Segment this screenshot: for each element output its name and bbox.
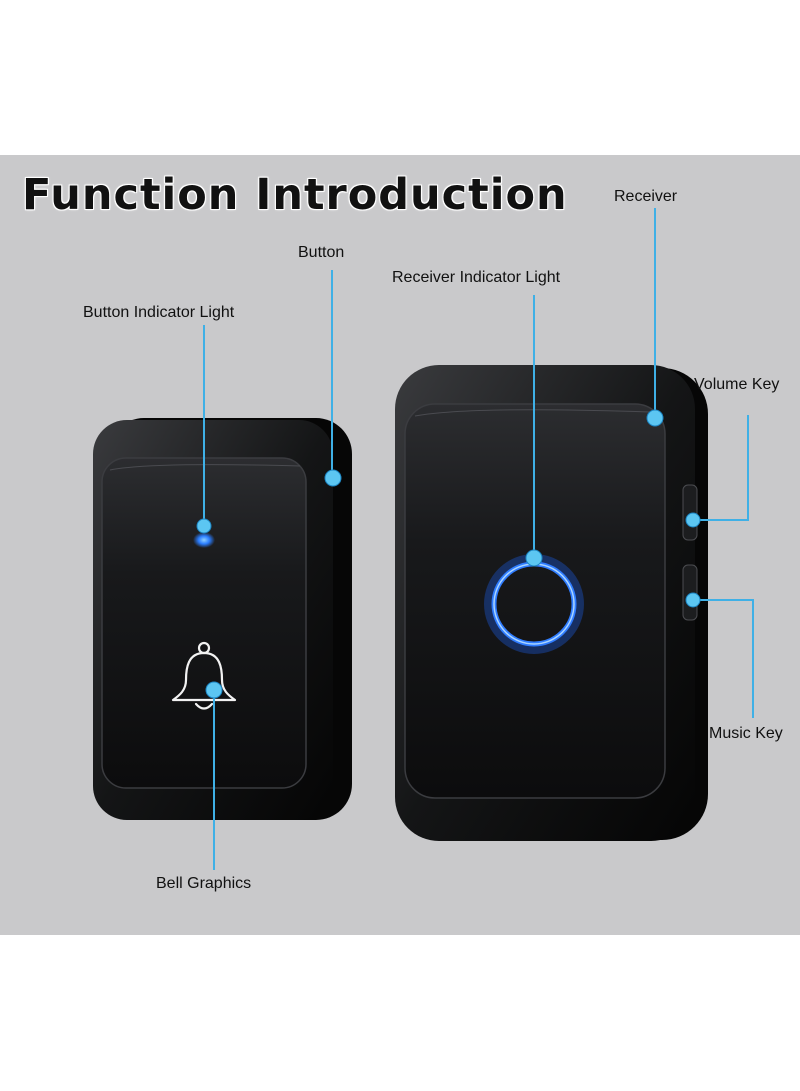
music-key [682,564,698,621]
callout-dot-receiver [646,409,664,427]
callout-lines [203,208,754,870]
page-title: Function Introduction [22,170,568,220]
label-button-indicator-light: Button Indicator Light [83,304,235,321]
bell-icon [171,641,237,710]
volume-key [682,484,698,541]
receiver-device [395,365,708,841]
button-device [93,418,352,820]
label-receiver-indicator-light: Receiver Indicator Light [392,269,561,286]
callout-dot-bell [205,681,223,699]
label-button: Button [298,244,345,261]
label-bell-graphics: Bell Graphics [156,875,252,892]
label-music-key: Music Key [709,725,783,742]
button-indicator-light [193,532,215,548]
label-volume-key: Volume Key [694,376,780,393]
callout-dot-music-key [685,592,701,608]
callout-dot-button [324,469,342,487]
callout-dots [196,409,701,699]
callout-dot-button-indicator [196,518,212,534]
callout-dot-volume-key [685,512,701,528]
callout-dot-receiver-indicator [525,549,543,567]
label-receiver: Receiver [614,188,678,205]
